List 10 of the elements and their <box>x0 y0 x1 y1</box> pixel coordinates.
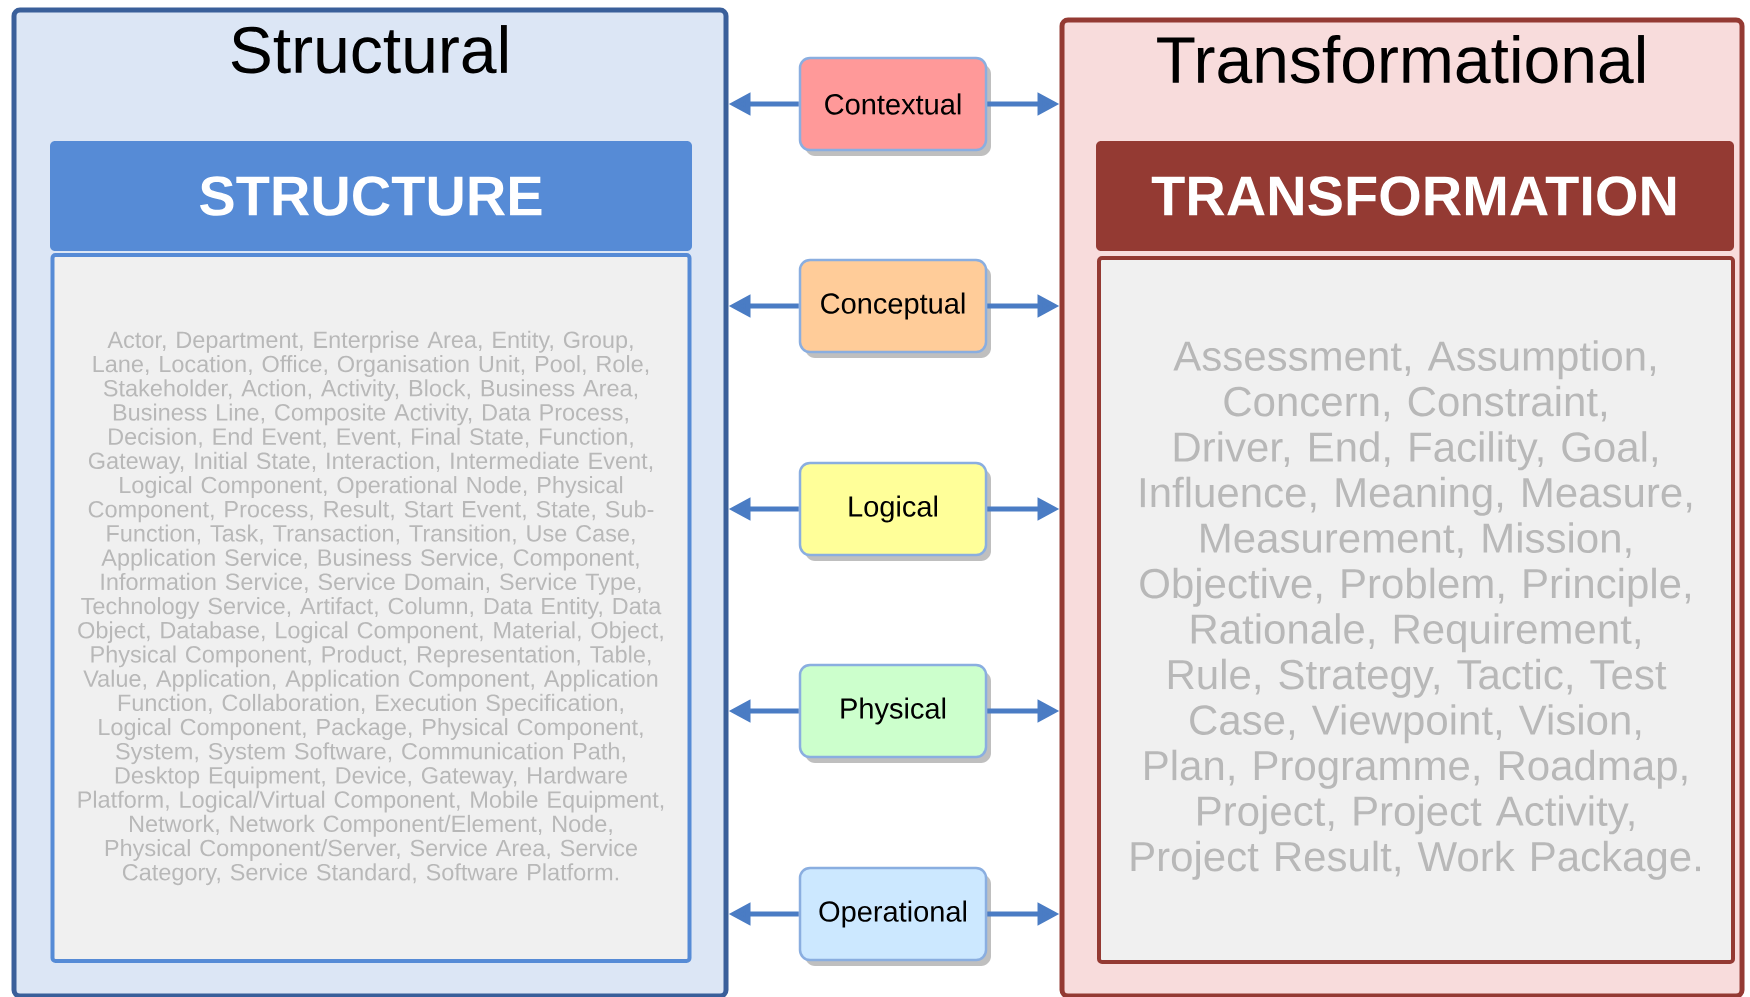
level-pill: Conceptual <box>798 258 991 358</box>
level-pill: Logical <box>798 461 991 561</box>
node-label: STRUCTURE <box>199 176 542 216</box>
term-list-box: Actor, Department, Enterprise Area, Entity, Group, Lane, Location, Office, Organisation Unit, Pool, Role, Stakeholder, Action, Activity, Block, Business Area, Business Line, Composite Activity, Data Process, Decision, End Event, Event, Final State, Function, Gateway, Initial State, Interaction, Intermediate Event, Logical Component, Operational Node, Physical Component, Process, Result, Start Event, State, Sub-Function, Task, Transaction, Transition, Use Case, Application Service, Business Service, Component, Information Service, Service Domain, Service Type, Technology Service, Artifact, Column, Data Entity, Data Object, Database, Logical Component, Material, Object, Physical Component, Product, Representation, Table, Value, Application, Application Component, Application Function, Collaboration, Execution Specification, Logical Component, Package, Physical Component, System, System Software, Communication Path, Desktop Equipment, Device, Gateway, Hardware Platform, Logical/Virtual Component, Mobile Equipment, Network, Network Component/Element, Node, Physical Component/Server, Service Area, Service Category, Service Standard, Software Platform. <box>50 253 692 963</box>
level-pill: Contextual <box>798 56 991 156</box>
term-list-box: Assessment, Assumption, Concern, Constraint, Driver, End, Facility, Goal, Influence, Meaning, Measure, Measurement, Mission, Objective, Problem, Principle, Rationale, Requirement, Rule, Strategy, Tactic, Test Case, Viewpoint, Vision, Plan, Programme, Roadmap, Project, Project Activity, Project Result, Work Package. <box>1097 256 1735 964</box>
header-band: STRUCTURE <box>50 141 692 251</box>
level-pill: Operational <box>798 866 991 966</box>
level-pill: Physical <box>798 663 991 763</box>
header-band: TRANSFORMATION <box>1096 141 1734 251</box>
